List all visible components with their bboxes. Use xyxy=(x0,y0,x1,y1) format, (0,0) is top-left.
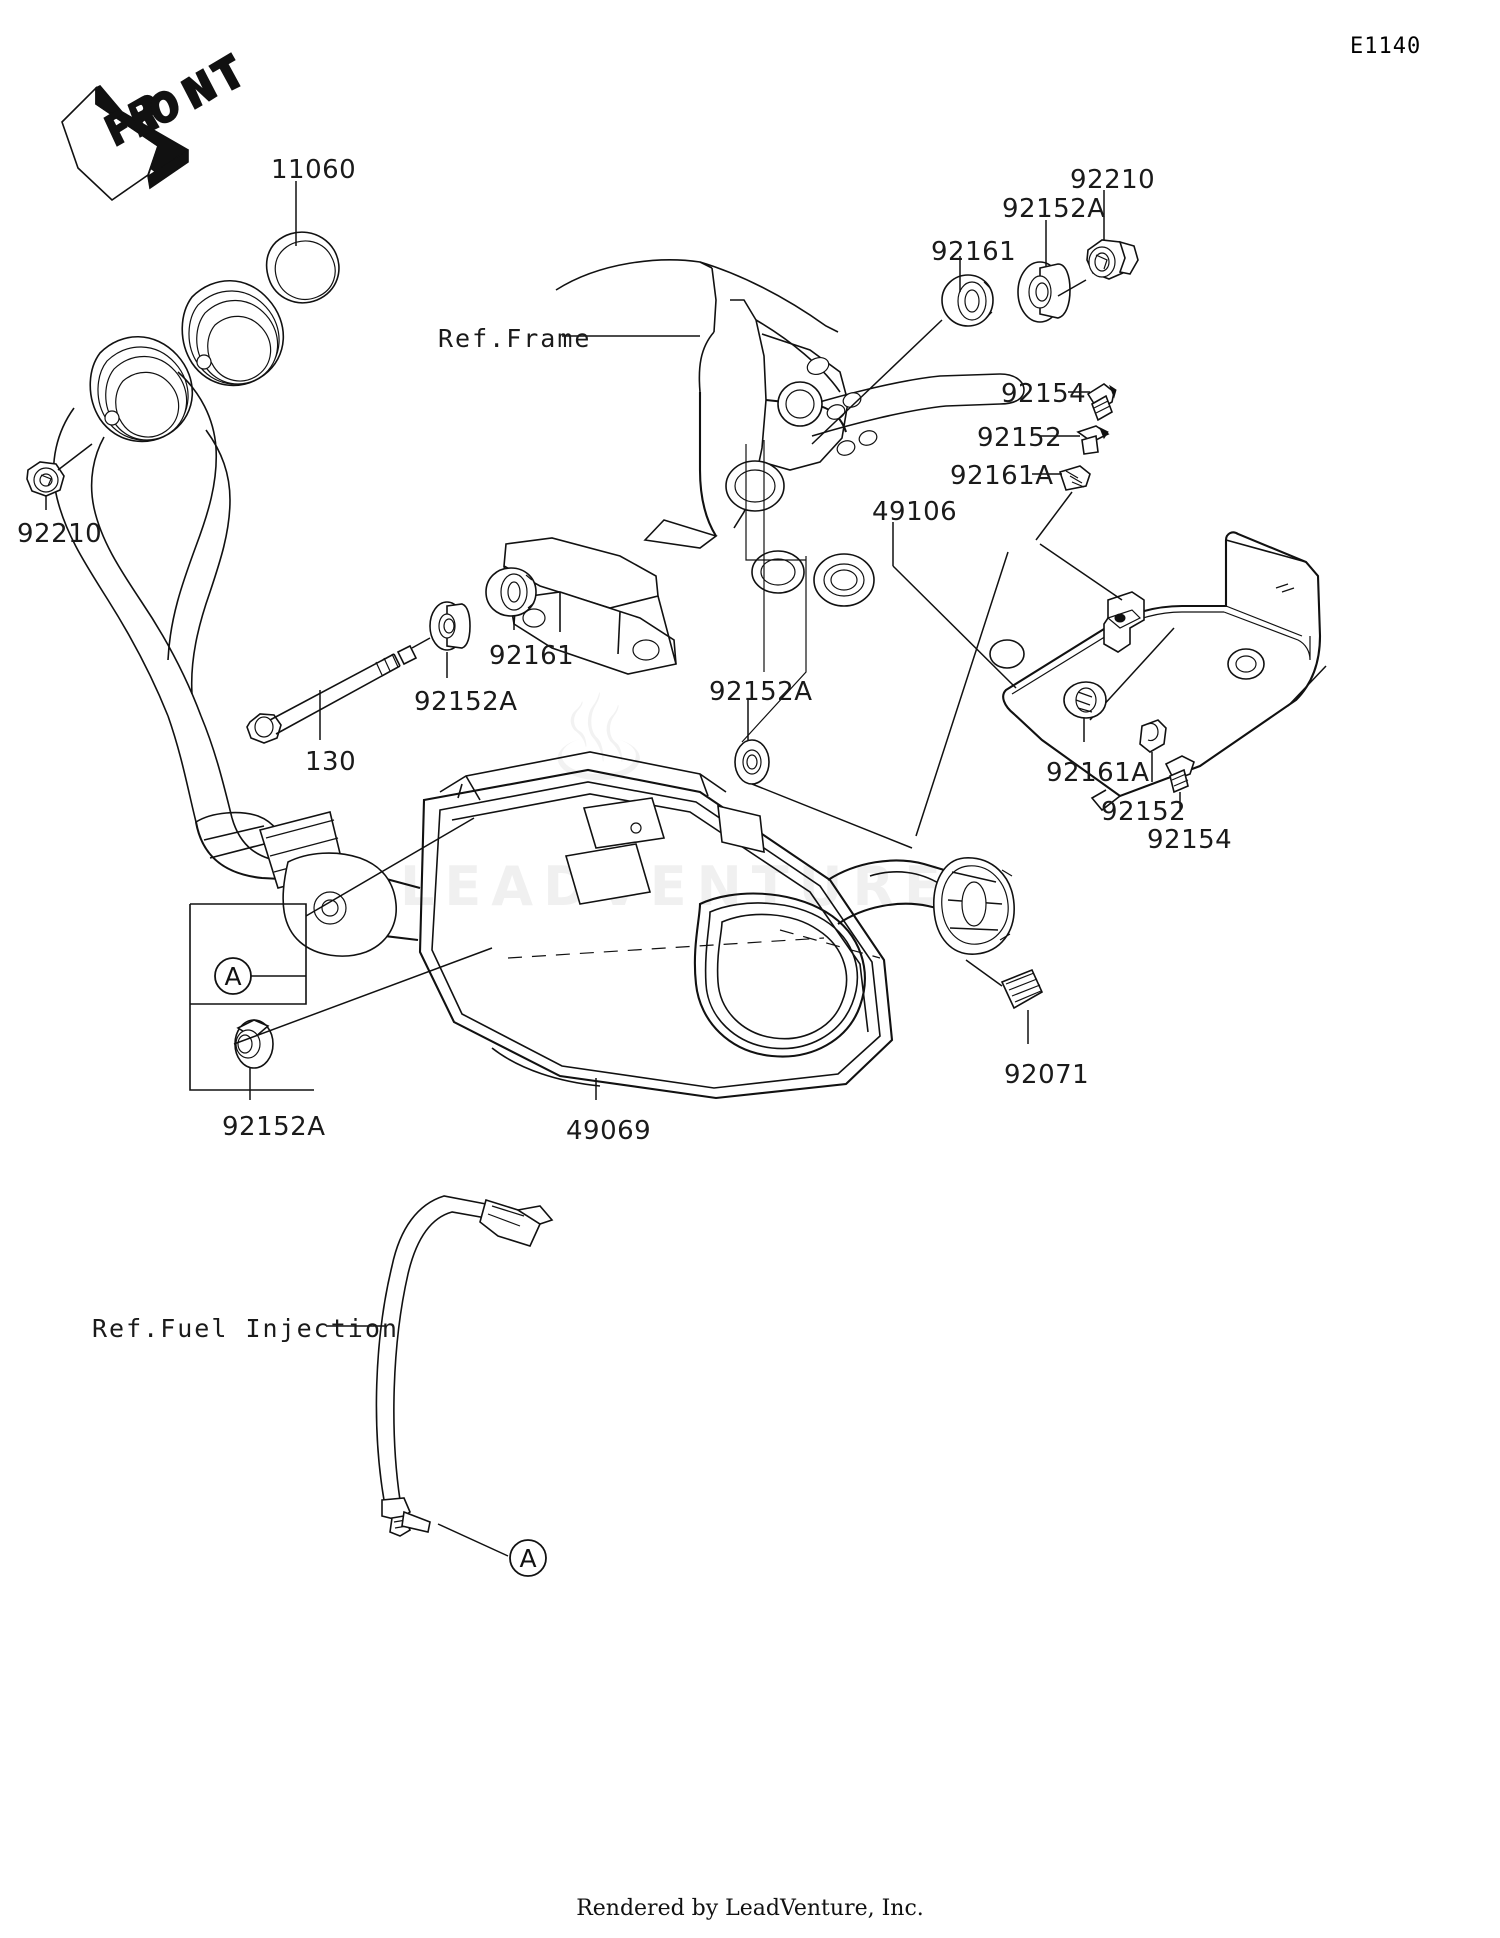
reference-label-fuel-injection: Ref.Fuel Injection xyxy=(92,1314,399,1343)
part-label-92152-upper: 92152 xyxy=(977,423,1063,453)
screw-92154-upper xyxy=(1086,383,1117,422)
washer-92152A-bottom xyxy=(234,1019,274,1069)
part-label-92154-upper: 92154 xyxy=(1001,379,1087,409)
shield-mount-line-1 xyxy=(1039,543,1123,601)
section-box-a-upper xyxy=(190,903,307,1005)
construction-line-1 xyxy=(741,556,807,743)
nut-92210-top xyxy=(1086,239,1139,280)
exhaust-header-pipes xyxy=(52,279,345,889)
part-label-92161A-lower: 92161A xyxy=(1046,758,1150,788)
part-label-92152A-top: 92152A xyxy=(1002,194,1106,224)
footer-credit: Rendered by LeadVenture, Inc. xyxy=(576,1896,924,1921)
part-label-92152A-bottom: 92152A xyxy=(222,1112,326,1142)
leader-92161A-upper-target xyxy=(1035,491,1073,541)
part-label-92161-top: 92161 xyxy=(931,237,1017,267)
part-label-49069: 49069 xyxy=(566,1116,652,1146)
ref-line-3 xyxy=(751,783,913,849)
part-label-92152A-mid: 92152A xyxy=(414,687,518,717)
leader-92210-left-target xyxy=(57,443,93,471)
part-label-92154-lower: 92154 xyxy=(1147,825,1233,855)
washer-92152A-mid xyxy=(429,601,471,651)
collar-92152-lower xyxy=(1139,719,1167,753)
muffler-assembly-49069 xyxy=(282,751,1015,1100)
screw-92154-lower xyxy=(1164,755,1195,794)
part-label-92071: 92071 xyxy=(1004,1060,1090,1090)
marker-a-lower-circle xyxy=(509,1539,547,1577)
frame-reference-bracket xyxy=(503,259,1025,675)
leader-92071-target xyxy=(965,959,1003,987)
part-label-92161A-upper: 92161A xyxy=(950,461,1054,491)
ref-line-4 xyxy=(915,551,1009,837)
gasket-ring-11060 xyxy=(265,231,340,304)
section-box-a-upper-2 xyxy=(189,904,314,1091)
damper-92161A-lower xyxy=(1063,681,1107,719)
diagram-code: E1140 xyxy=(1350,34,1422,59)
ref-line-1 xyxy=(233,947,493,1045)
reference-label-frame: Ref.Frame xyxy=(438,324,592,353)
heat-shield-49106 xyxy=(989,531,1322,812)
long-mounting-bolt-130 xyxy=(246,644,418,744)
front-arrow-icon xyxy=(61,52,241,202)
oxygen-sensor-harness xyxy=(375,1195,554,1537)
part-label-130: 130 xyxy=(305,747,357,777)
leader-marker-a-lower xyxy=(437,1523,509,1557)
grommet-92161-mid xyxy=(485,567,537,617)
ref-line-2 xyxy=(305,817,475,917)
shield-mount-line-3 xyxy=(1287,665,1327,707)
leader-49106-target xyxy=(892,565,1017,689)
part-label-92210-top: 92210 xyxy=(1070,165,1156,195)
nut-92210-left xyxy=(26,461,65,497)
part-label-11060: 11060 xyxy=(271,155,357,185)
part-label-92152-lower: 92152 xyxy=(1101,797,1187,827)
marker-a-upper-text: A xyxy=(224,962,241,991)
part-label-49106: 49106 xyxy=(872,497,958,527)
construction-line-3 xyxy=(745,444,806,561)
part-label-92210-left: 92210 xyxy=(17,519,103,549)
marker-a-lower-text: A xyxy=(519,1544,536,1573)
band-clamp-92071 xyxy=(1000,968,1044,1010)
washer-92152A-top xyxy=(1017,261,1071,323)
damper-92161A-upper xyxy=(1058,465,1091,491)
part-label-92152A-center: 92152A xyxy=(709,677,813,707)
part-label-92161-mid: 92161 xyxy=(489,641,575,671)
marker-a-upper-circle xyxy=(214,957,252,995)
leader-92210-top-target xyxy=(1057,279,1087,297)
mount-axis-upper xyxy=(811,319,943,445)
leader-92152A-mid-target xyxy=(411,637,431,649)
collar-92152-upper xyxy=(1076,425,1110,455)
washer-92152A-center xyxy=(734,739,770,785)
grommet-92161-top xyxy=(941,274,994,327)
